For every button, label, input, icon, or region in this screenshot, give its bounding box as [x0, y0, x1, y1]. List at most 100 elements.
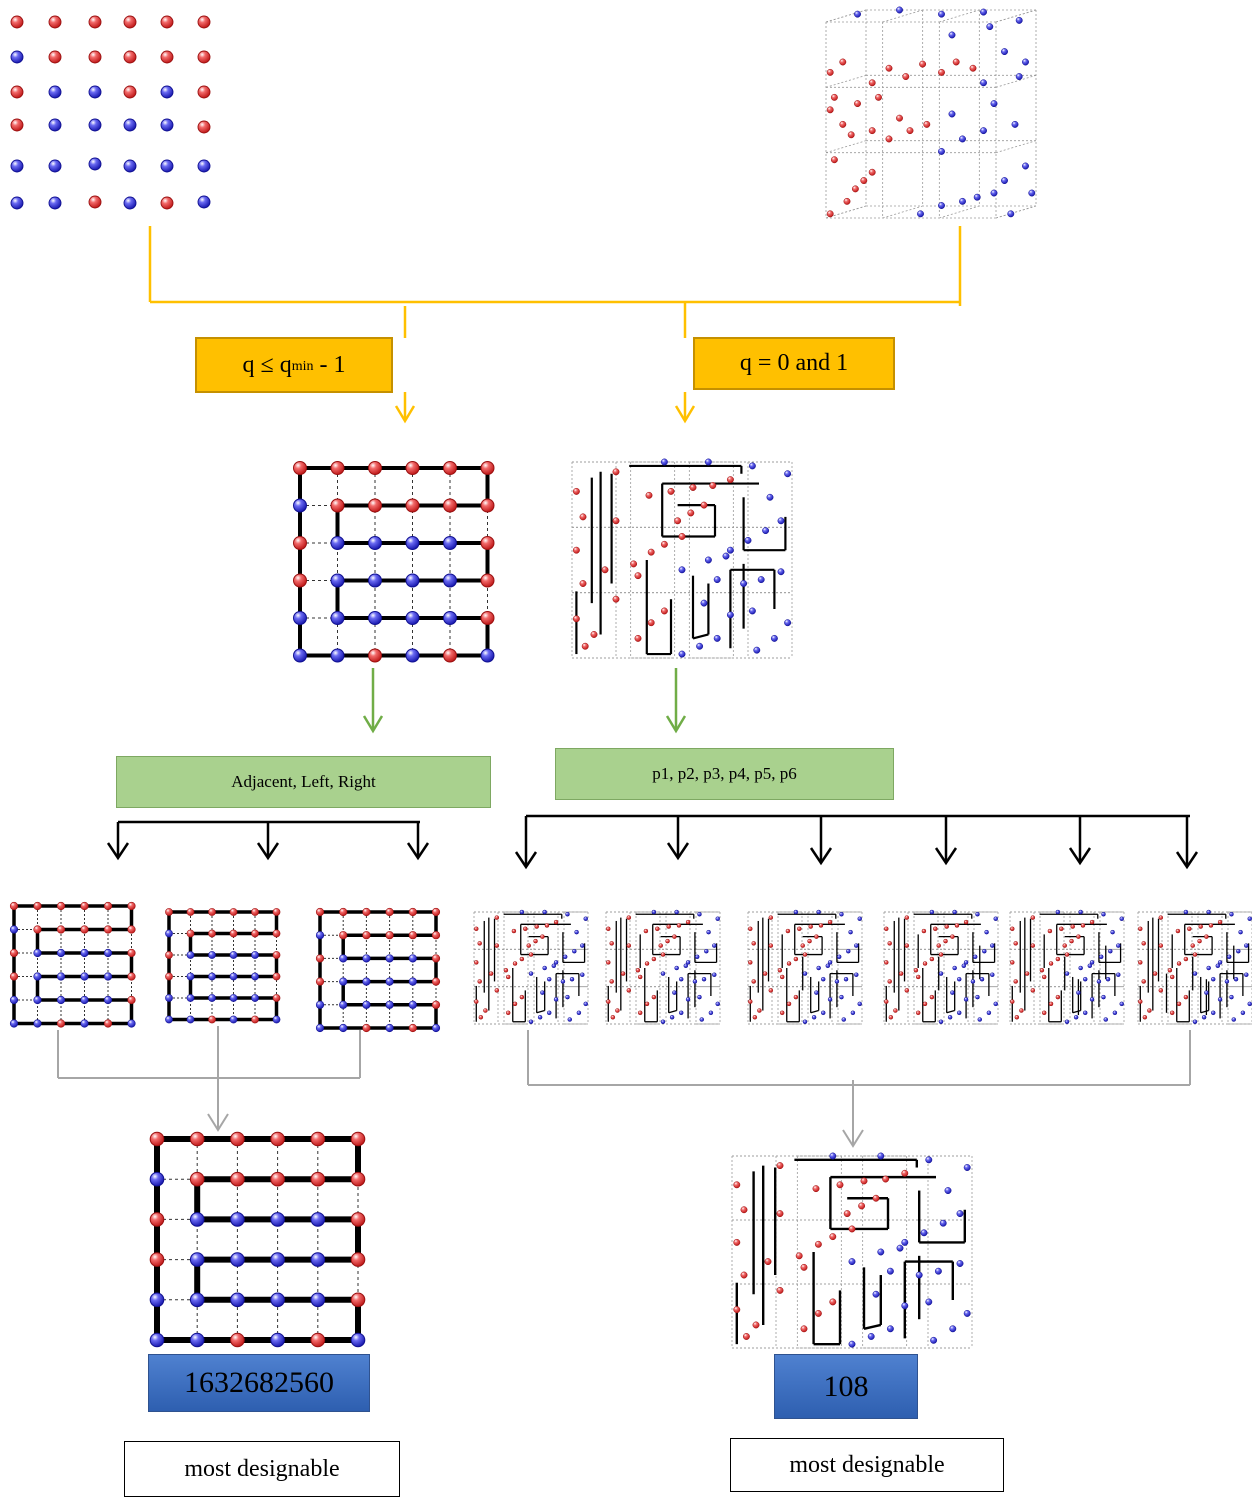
hydrophobic-red-bead	[764, 1258, 772, 1266]
hydrophobic-red-bead	[645, 491, 653, 499]
hydrophobic-red-bead	[315, 977, 325, 986]
polar-blue-bead	[930, 1336, 938, 1344]
polar-blue-bead	[829, 1152, 837, 1160]
hydrophobic-red-bead	[572, 546, 580, 554]
lattice-bond	[882, 205, 923, 219]
hydrophobic-red-bead	[189, 1131, 205, 1147]
hydrophobic-red-bead	[647, 619, 655, 627]
hydrophobic-red-bead	[904, 988, 910, 993]
hydrophobic-red-bead	[494, 988, 500, 993]
polar-blue-bead	[990, 100, 998, 108]
hydrophobic-red-bead	[533, 938, 538, 944]
hydrophobic-red-bead	[1152, 971, 1158, 976]
hydrophobic-red-bead	[786, 1001, 792, 1007]
hydrophobic-red-bead	[644, 1001, 650, 1007]
hydrophobic-red-bead	[612, 468, 620, 476]
polar-blue-bead	[362, 954, 371, 963]
polar-blue-bead	[330, 611, 345, 625]
polar-blue-bead	[580, 943, 585, 948]
polar-blue-bead	[777, 517, 785, 525]
hydrophobic-red-bead	[779, 974, 785, 980]
polar-blue-bead	[886, 1325, 894, 1333]
hydrophobic-red-bead	[385, 907, 394, 917]
hydrophobic-red-bead	[581, 642, 589, 650]
polar-blue-bead	[186, 972, 195, 981]
hydrophobic-red-bead	[310, 1131, 326, 1147]
polar-blue-bead	[820, 1010, 826, 1016]
polar-blue-bead	[1238, 929, 1243, 935]
polar-blue-bead	[431, 1023, 441, 1033]
hydrophobic-red-bead	[814, 934, 819, 939]
polar-blue-bead	[713, 634, 721, 642]
hydrophobic-red-bead	[843, 1210, 851, 1218]
polar-blue-bead	[368, 573, 382, 588]
hydrophobic-red-bead	[777, 967, 783, 973]
hydrophobic-red-bead	[829, 1298, 837, 1306]
polar-blue-bead	[350, 1332, 366, 1348]
hydrophobic-red-bead	[626, 943, 632, 948]
polar-blue-bead	[980, 127, 987, 135]
polar-blue-bead	[938, 147, 945, 155]
hydrophobic-red-bead	[33, 925, 42, 934]
hydrophobic-red-bead	[651, 994, 657, 1000]
polar-blue-bead	[270, 1212, 285, 1227]
hydrophobic-red-bead	[606, 960, 611, 965]
polar-blue-bead	[947, 1015, 953, 1020]
hydrophobic-red-bead	[1013, 979, 1018, 984]
hydrophobic-red-bead	[843, 197, 851, 205]
hydrophobic-red-bead	[330, 498, 345, 513]
hydrophobic-red-bead	[776, 1162, 784, 1170]
polar-blue-bead	[542, 965, 547, 971]
polar-blue-bead	[546, 976, 552, 982]
polar-blue-bead	[385, 954, 394, 963]
hydrophobic-red-bead	[660, 952, 666, 957]
polar-blue-bead	[330, 536, 345, 550]
polar-blue-bead	[692, 979, 698, 984]
polar-blue-bead	[857, 916, 862, 921]
polar-blue-bead	[938, 971, 944, 976]
hydrophobic-red-bead	[814, 1240, 822, 1248]
hydrophobic-red-bead	[315, 954, 325, 963]
hydrophobic-red-bead	[884, 926, 889, 932]
hydrophobic-red-bead	[572, 615, 580, 623]
hydrophobic-red-bead	[330, 461, 345, 475]
polar-blue-bead	[546, 1010, 552, 1016]
hydrophobic-red-bead	[48, 15, 62, 29]
polar-blue-bead	[704, 948, 709, 954]
polar-blue-bead	[583, 916, 588, 921]
polar-blue-bead	[925, 1156, 933, 1164]
polar-blue-bead	[814, 990, 819, 995]
hydrophobic-red-bead	[272, 994, 281, 1002]
polar-blue-bead	[1201, 1015, 1207, 1020]
hydrophobic-red-bead	[1030, 943, 1036, 948]
polar-blue-bead	[1076, 990, 1081, 995]
polar-blue-bead	[1011, 120, 1019, 128]
hydrophobic-red-bead	[1089, 919, 1095, 925]
polar-blue-bead	[669, 1015, 675, 1020]
hydrophobic-red-bead	[901, 1169, 909, 1177]
hydrophobic-red-bead	[408, 931, 417, 940]
hydrophobic-red-bead	[1070, 924, 1075, 929]
polar-blue-bead	[9, 925, 19, 934]
hydrophobic-red-bead	[827, 919, 833, 925]
hydrophobic-red-bead	[826, 106, 834, 114]
polar-blue-bead	[160, 85, 174, 99]
polar-blue-bead	[405, 536, 420, 550]
polar-blue-bead	[1015, 73, 1023, 81]
hydrophobic-red-bead	[826, 210, 834, 218]
hydrophobic-red-bead	[523, 926, 528, 932]
polar-blue-bead	[405, 611, 420, 625]
polar-blue-bead	[956, 1260, 964, 1267]
polar-blue-bead	[580, 972, 585, 977]
polar-blue-bead	[925, 1298, 933, 1306]
hydrophobic-red-bead	[689, 484, 697, 491]
polar-blue-bead	[443, 611, 457, 625]
polar-blue-bead	[944, 1187, 952, 1195]
polar-blue-bead	[934, 1267, 942, 1275]
polar-blue-bead	[208, 994, 216, 1002]
variant-3d-folds	[473, 909, 1252, 1025]
polar-blue-bead	[948, 110, 956, 118]
hydrophobic-red-bead	[915, 1010, 921, 1016]
hydrophobic-red-bead	[1138, 926, 1143, 932]
polar-blue-bead	[848, 929, 853, 935]
